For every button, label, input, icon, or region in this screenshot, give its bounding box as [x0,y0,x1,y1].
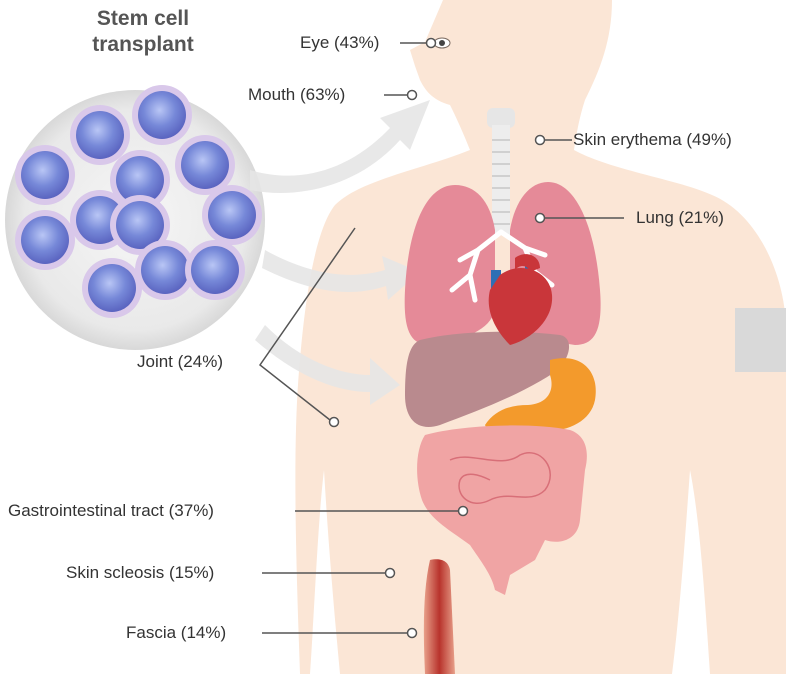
title-line-1: Stem cell [58,6,228,32]
label-skin-erythema: Skin erythema (49%) [573,130,732,150]
eye-icon [434,38,450,48]
label-fascia: Fascia (14%) [126,623,226,643]
label-eye: Eye (43%) [300,33,379,53]
skin-erythema-dot [536,136,545,145]
label-lung: Lung (21%) [636,208,724,228]
title-line-2: transplant [58,32,228,58]
fascia-dot [408,629,417,638]
label-skin-sclerosis: Skin scleosis (15%) [66,563,214,583]
gi-tract-dot [459,507,468,516]
lung-dot [536,214,545,223]
gray-square [735,308,786,372]
skin-sclerosis-dot [386,569,395,578]
stem-cell-group [5,85,265,350]
mouth-dot [408,91,417,100]
label-joint: Joint (24%) [137,352,223,372]
joint-dot [330,418,339,427]
eye-dot [427,39,436,48]
label-gi-tract: Gastrointestinal tract (37%) [8,501,214,521]
label-mouth: Mouth (63%) [248,85,345,105]
